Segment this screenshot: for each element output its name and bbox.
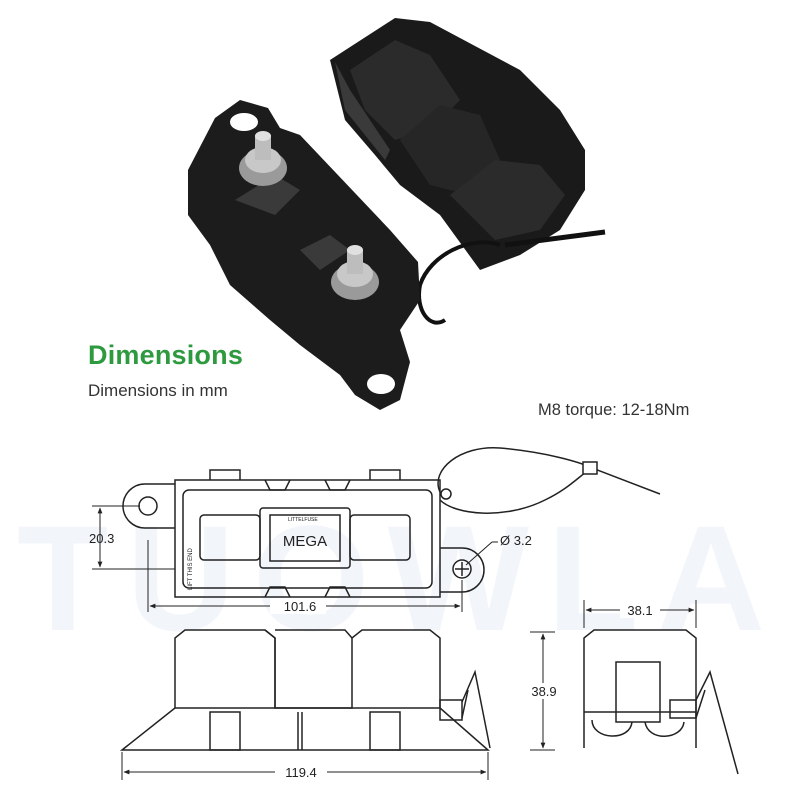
fuse-label: MEGA: [283, 533, 327, 550]
fuse-cover: [330, 18, 585, 270]
torque-note: M8 torque: 12-18Nm: [538, 401, 690, 419]
side-view-drawing: [583, 629, 739, 775]
fuse-holder-photo: [188, 18, 606, 410]
top-view-drawing: [122, 447, 661, 598]
side-text: LIFT THIS END: [188, 548, 194, 590]
dimensions-subheading: Dimensions in mm: [88, 381, 228, 400]
dim-height-top: 20.3: [89, 531, 114, 546]
dim-bg: [270, 598, 326, 614]
dim-width-side: 38.1: [627, 603, 652, 618]
front-view-drawing: [119, 629, 491, 751]
dim-hole: Ø 3.2: [500, 533, 532, 548]
terminal-bolt-1: [239, 131, 287, 186]
dim-height-front: 38.9: [531, 684, 556, 699]
dim-bg-3: [527, 683, 561, 699]
dim-width-top: 101.6: [284, 599, 317, 614]
dim-length-front: 119.4: [285, 765, 317, 780]
fuse-small-label: LITTELFUSE: [288, 517, 318, 523]
dim-bg-2: [275, 764, 327, 780]
terminal-bolt-2: [331, 245, 379, 300]
dim-bg-4: [620, 602, 660, 618]
dimensions-heading: Dimensions: [88, 340, 244, 370]
zip-tie: [417, 229, 606, 325]
watermark: TUOWLA: [17, 494, 783, 662]
